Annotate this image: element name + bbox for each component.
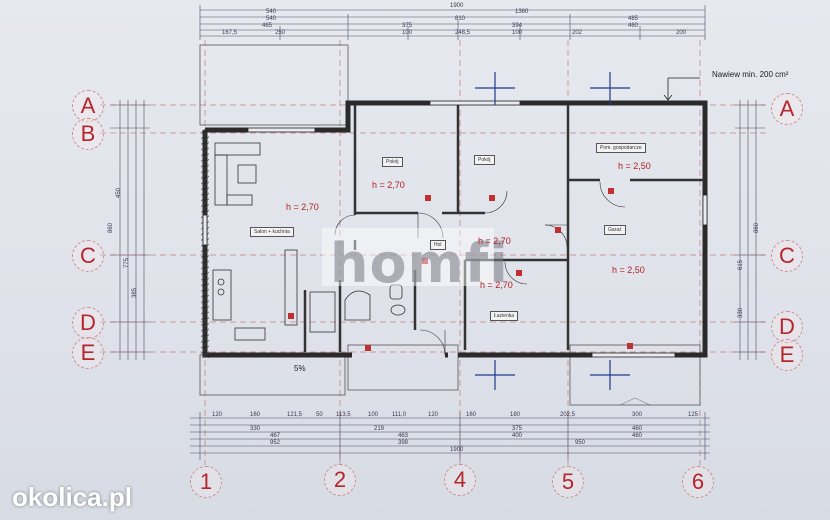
axis-label-5: 5 <box>552 466 584 498</box>
room-tag-garage: Garaż <box>604 225 626 235</box>
room-tag-room1: Pokój <box>382 157 403 167</box>
bottom-dim-r1-10: 180 <box>510 412 521 418</box>
right-dim-2: 615 <box>738 259 745 271</box>
top-dim-r5-3: 100 <box>402 30 413 36</box>
top-dim-r5-4: 248,5 <box>455 30 471 36</box>
axis-label-c-right: C <box>771 240 803 272</box>
room-tag-room2: Pokój <box>474 155 495 165</box>
top-dim-r5-1: 167,5 <box>222 30 238 36</box>
bottom-dim-r4-3: 950 <box>575 440 586 446</box>
axis-label-a-right: A <box>771 93 803 125</box>
axis-label-e-left: E <box>72 337 104 369</box>
bottom-dim-r1-2: 160 <box>250 412 261 418</box>
top-dim-r3-2: 810 <box>455 16 466 22</box>
left-dim-1: 860 <box>108 222 115 234</box>
height-garage: h = 2,50 <box>612 265 645 275</box>
bottom-dim-r1-12: 300 <box>632 412 643 418</box>
left-dim-3: 775 <box>124 257 131 269</box>
top-dim-r5-6: 202 <box>572 30 583 36</box>
height-room1: h = 2,70 <box>372 180 405 190</box>
top-dim-r3-3: 485 <box>628 16 639 22</box>
bottom-dim-r1-4: 50 <box>316 412 323 418</box>
axis-label-6: 6 <box>682 466 714 498</box>
bottom-dim-r4-2: 398 <box>398 440 409 446</box>
axis-label-c-left: C <box>72 240 104 272</box>
right-dim-3: 330 <box>738 307 745 319</box>
ventilation-note: Nawiew min. 200 cm² <box>712 70 789 79</box>
bottom-dim-r1-9: 160 <box>466 412 477 418</box>
height-hall: h = 2,70 <box>478 236 511 246</box>
bottom-dim-r1-6: 100 <box>368 412 379 418</box>
top-dim-r5-2: 250 <box>275 30 286 36</box>
top-dim-r4-1: 465 <box>262 23 273 29</box>
room-tag-hall: Hol <box>430 240 446 250</box>
bottom-dim-r1-1: 120 <box>212 412 223 418</box>
top-dim-r4-3: 394 <box>512 23 523 29</box>
axis-label-1: 1 <box>190 466 222 498</box>
bottom-dim-r1-8: 120 <box>428 412 439 418</box>
bottom-dim-r1-13: 125 <box>688 412 699 418</box>
bottom-dim-r1-3: 121,5 <box>287 412 303 418</box>
bottom-dim-r1-5: 113,5 <box>336 412 351 418</box>
axis-label-d-left: D <box>72 307 104 339</box>
top-dim-r4-4: 460 <box>628 23 639 29</box>
right-dim-1: 860 <box>754 222 761 234</box>
top-dim-total: 1900 <box>450 3 464 9</box>
top-dim-r5-5: 100 <box>512 30 523 36</box>
bottom-dim-r2-4: 460 <box>632 426 643 432</box>
bottom-dim-r2-2: 219 <box>374 426 385 432</box>
axis-label-b-left: B <box>72 118 104 150</box>
height-utility: h = 2,50 <box>618 161 651 171</box>
left-dim-2: 450 <box>116 187 123 199</box>
room-tag-utility: Pom. gospodarcze <box>596 143 646 153</box>
bottom-dim-r2-3: 375 <box>512 426 523 432</box>
bottom-dim-r3-1: 467 <box>270 433 281 439</box>
axis-label-2: 2 <box>324 464 356 496</box>
watermark-background <box>322 228 494 286</box>
room-tag-living: Salon + kuchnia <box>250 227 294 237</box>
top-dim-r4-2: 375 <box>402 23 413 29</box>
bottom-dim-r2-1: 330 <box>250 426 261 432</box>
axis-label-4: 4 <box>444 464 476 496</box>
top-dim-r3-1: 540 <box>266 16 277 22</box>
brand-watermark: okolica.pl <box>12 482 132 512</box>
height-hall2: h = 2,70 <box>480 280 513 290</box>
bottom-dim-r4-1: 952 <box>270 440 281 446</box>
watermark-logo: homfi <box>330 232 509 295</box>
height-living: h = 2,70 <box>286 202 319 212</box>
bottom-dim-total: 1900 <box>450 447 464 453</box>
top-dim-r5-7: 200 <box>676 30 687 36</box>
bottom-dim-r1-11: 202,5 <box>560 412 576 418</box>
top-dim-r2-2: 1360 <box>515 9 529 15</box>
room-tag-bath: Łazienka <box>490 311 519 321</box>
axis-label-a-left: A <box>72 90 104 122</box>
bottom-dim-r3-4: 460 <box>632 433 643 439</box>
slope-label: 5% <box>294 364 306 373</box>
left-dim-4: 385 <box>132 287 139 299</box>
bottom-dim-r1-7: 111,0 <box>392 412 407 418</box>
axis-label-e-right: E <box>771 339 803 371</box>
bottom-dim-r3-3: 400 <box>512 433 523 439</box>
top-dim-r2-1: 540 <box>266 9 277 15</box>
bottom-dim-r3-2: 463 <box>398 433 409 439</box>
axis-label-d-right: D <box>771 311 803 343</box>
